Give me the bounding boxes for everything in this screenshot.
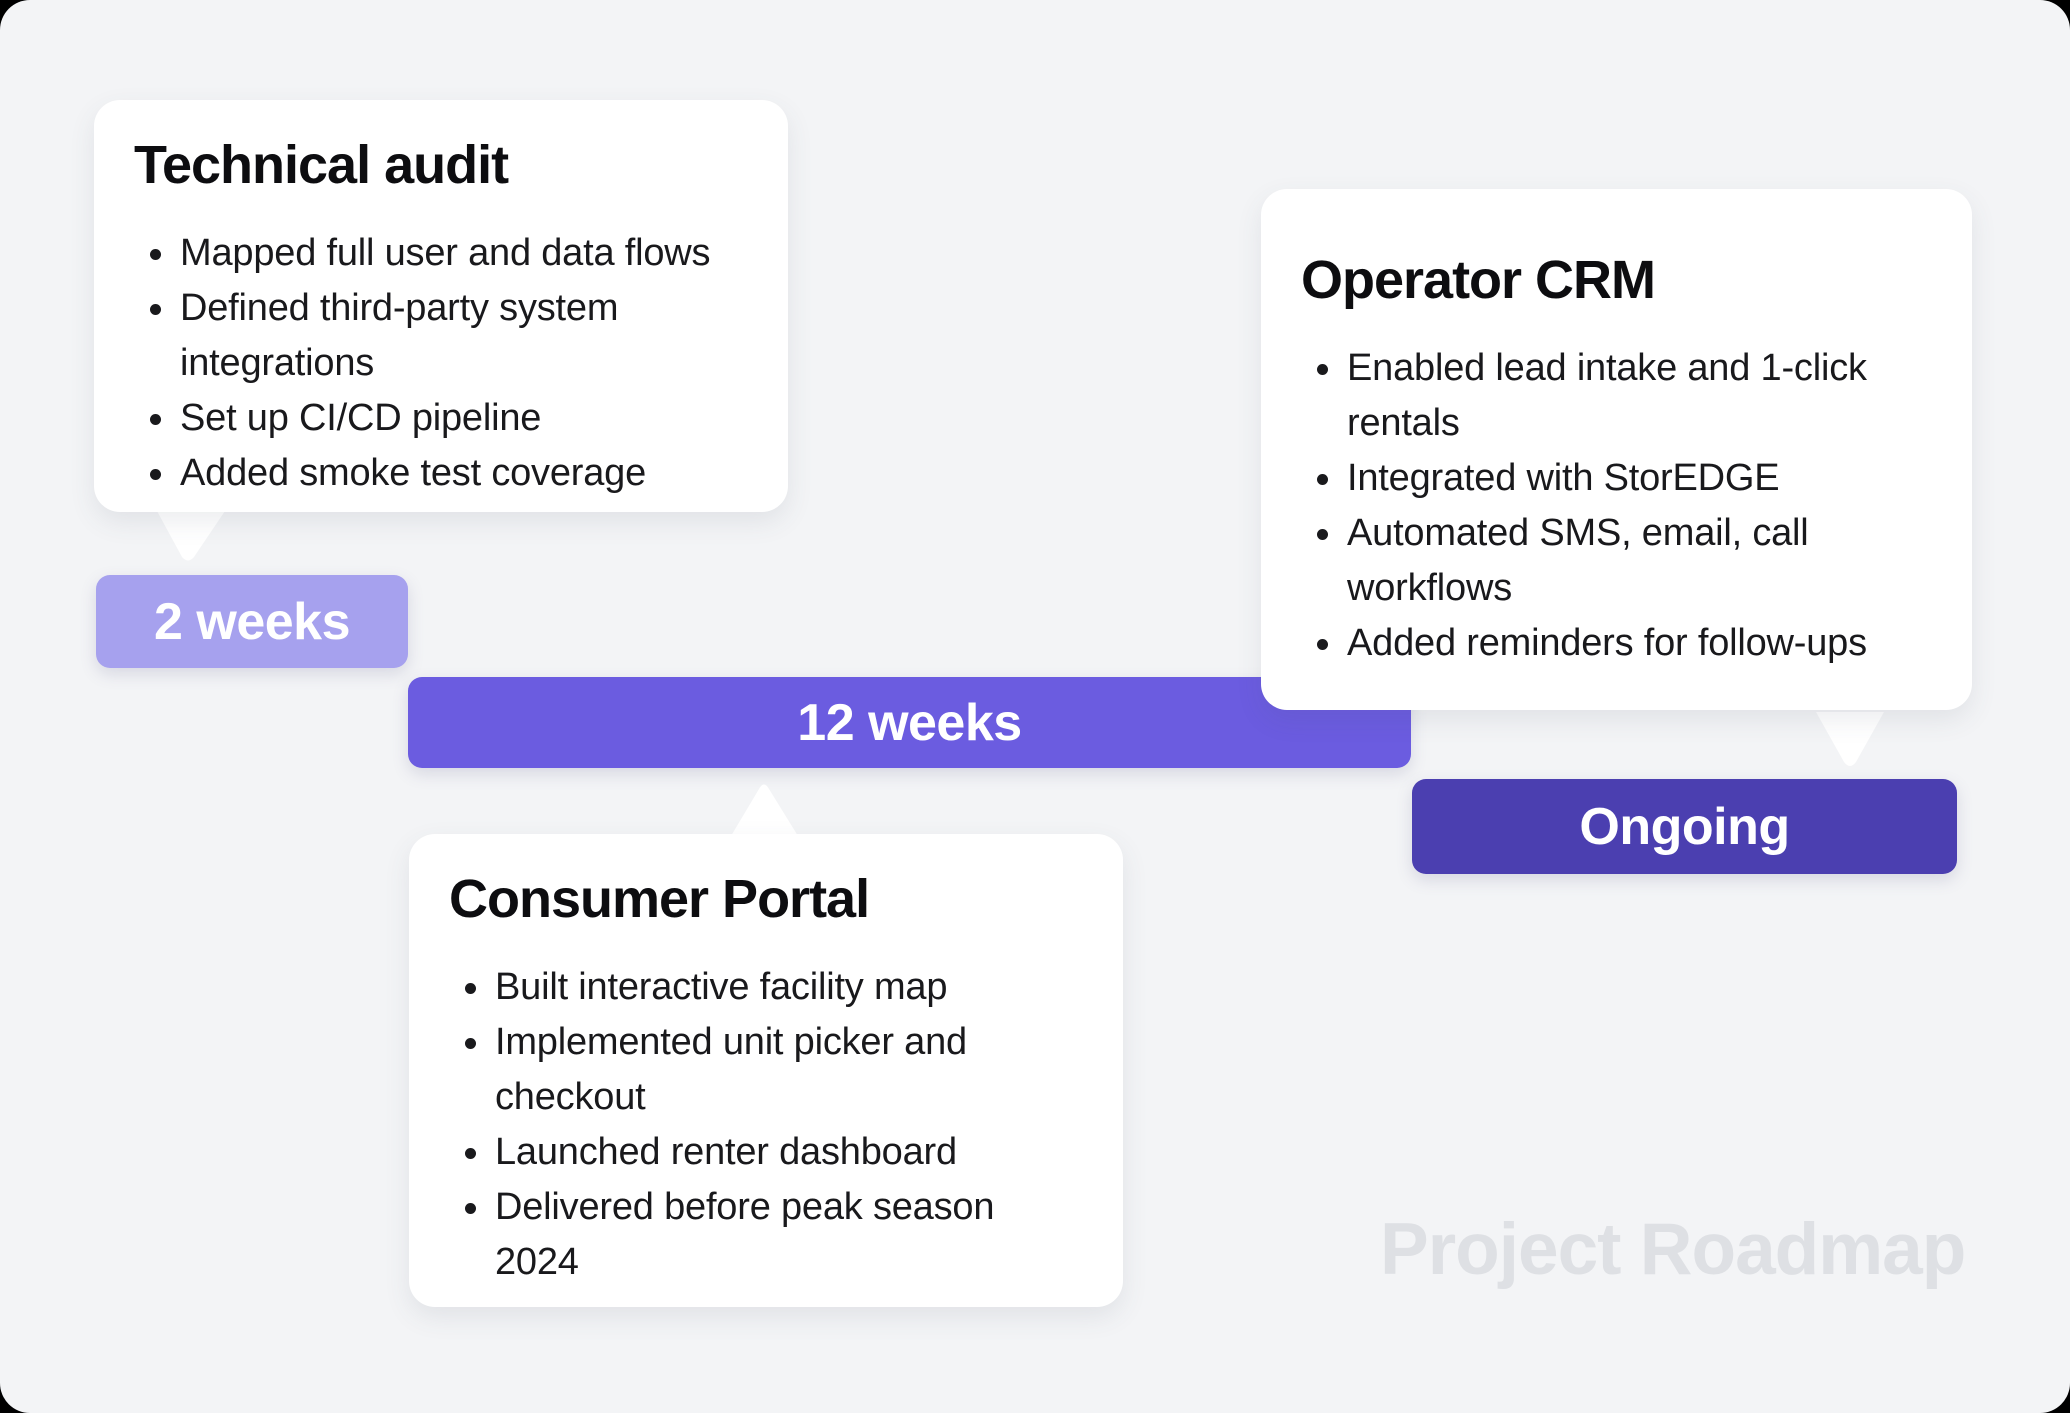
bullet-list: Enabled lead intake and 1-click rentals …	[1301, 341, 1932, 671]
bullet-item: Set up CI/CD pipeline	[150, 391, 748, 446]
bullet-item: Launched renter dashboard	[465, 1125, 1083, 1180]
bullet-list: Built interactive facility map Implement…	[449, 960, 1083, 1290]
bar-label-12-weeks: 12 weeks	[797, 693, 1022, 752]
bullet-item: Built interactive facility map	[465, 960, 1083, 1015]
card-consumer-portal: Consumer Portal Built interactive facili…	[409, 834, 1123, 1307]
bullet-item: Implemented unit picker and checkout	[465, 1015, 1083, 1125]
bullet-item: Enabled lead intake and 1-click rentals	[1317, 341, 1932, 451]
bullet-item: Delivered before peak season 2024	[465, 1180, 1083, 1290]
bullet-item: Mapped full user and data flows	[150, 226, 748, 281]
speech-tail-up-icon	[731, 777, 798, 836]
card-title: Consumer Portal	[449, 869, 870, 929]
bar-label-ongoing: Ongoing	[1579, 797, 1790, 856]
bullet-list: Mapped full user and data flows Defined …	[134, 226, 748, 501]
timeline-bar-12-weeks: 12 weeks	[408, 677, 1411, 768]
bar-label-2-weeks: 2 weeks	[154, 592, 351, 651]
card-technical-audit: Technical audit Mapped full user and dat…	[94, 100, 788, 512]
bullet-item: Added reminders for follow-ups	[1317, 616, 1932, 671]
card-title: Technical audit	[134, 135, 509, 195]
bullet-item: Added smoke test coverage	[150, 446, 748, 501]
speech-tail-down-icon	[1816, 712, 1884, 770]
timeline-bar-2-weeks: 2 weeks	[96, 575, 408, 668]
watermark-title: Project Roadmap	[1380, 1209, 1966, 1290]
bullet-item: Integrated with StorEDGE	[1317, 451, 1932, 506]
timeline-bar-ongoing: Ongoing	[1412, 779, 1957, 874]
speech-tail-down-icon	[157, 511, 225, 564]
bullet-item: Defined third-party system integrations	[150, 281, 748, 391]
card-title: Operator CRM	[1301, 250, 1656, 310]
bullet-item: Automated SMS, email, call workflows	[1317, 506, 1932, 616]
card-operator-crm: Operator CRM Enabled lead intake and 1-c…	[1261, 189, 1972, 710]
